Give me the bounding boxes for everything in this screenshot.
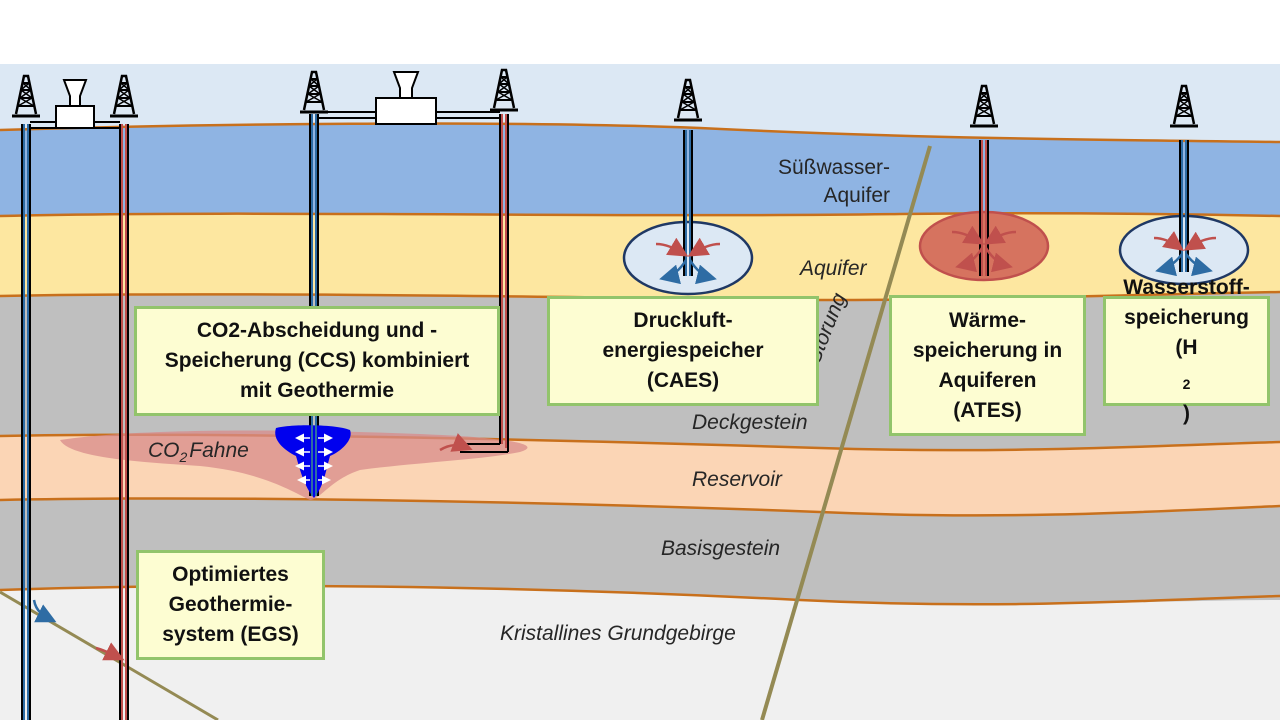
label-reservoir: Reservoir: [692, 468, 782, 491]
box-ccs-line3: mit Geothermie: [239, 379, 395, 402]
box-ccs-line1: CO2-Abscheidung und -: [196, 319, 438, 342]
label-co2-plume: CO2Fahne: [148, 439, 249, 466]
box-egs: Optimiertes Geothermie- system (EGS): [136, 550, 325, 660]
box-ates-line2: speicherung in: [912, 338, 1063, 362]
box-caes-line1: Druckluft-: [633, 309, 733, 332]
box-ates-line1: Wärme-: [948, 308, 1027, 332]
box-egs-line3: system (EGS): [162, 623, 299, 646]
co2-plume-area: [60, 430, 528, 500]
box-caes-line2: energiespeicher: [602, 339, 764, 362]
label-base-rock: Basisgestein: [661, 537, 781, 560]
h2-well: [1118, 84, 1250, 286]
ates-well: [918, 84, 1050, 282]
box-egs-line2: Geothermie-: [168, 593, 293, 616]
caes-well: [622, 78, 754, 296]
box-caes: Druckluft- energiespeicher (CAES): [547, 296, 819, 406]
ccs-wells: [275, 68, 520, 498]
egs-wells: [10, 74, 140, 720]
layer-freshwater: [0, 123, 1280, 216]
box-h2-line1: Wasserstoff-: [1123, 275, 1250, 299]
label-caprock: Deckgestein: [692, 411, 808, 434]
fault-line: [760, 145, 932, 720]
label-freshwater-line1: Süßwasser-: [777, 156, 890, 179]
box-ates-line4: (ATES): [953, 398, 1022, 422]
box-egs-line1: Optimiertes: [172, 563, 289, 586]
box-caes-line3: (CAES): [646, 369, 720, 392]
label-freshwater-aquifer: Süßwasser- Aquifer: [760, 154, 890, 210]
box-ccs: CO2-Abscheidung und - Speicherung (CCS) …: [134, 306, 500, 416]
box-ates-line3: Aquiferen: [938, 368, 1037, 392]
box-ccs-line2: Speicherung (CCS) kombiniert: [164, 349, 470, 372]
label-freshwater-line2: Aquifer: [823, 184, 890, 207]
label-aquifer: Aquifer: [800, 257, 867, 280]
box-h2-line2: speicherung: [1124, 305, 1249, 329]
label-crystalline-basement: Kristallines Grundgebirge: [500, 622, 736, 645]
box-ates: Wärme- speicherung in Aquiferen (ATES): [889, 295, 1086, 436]
